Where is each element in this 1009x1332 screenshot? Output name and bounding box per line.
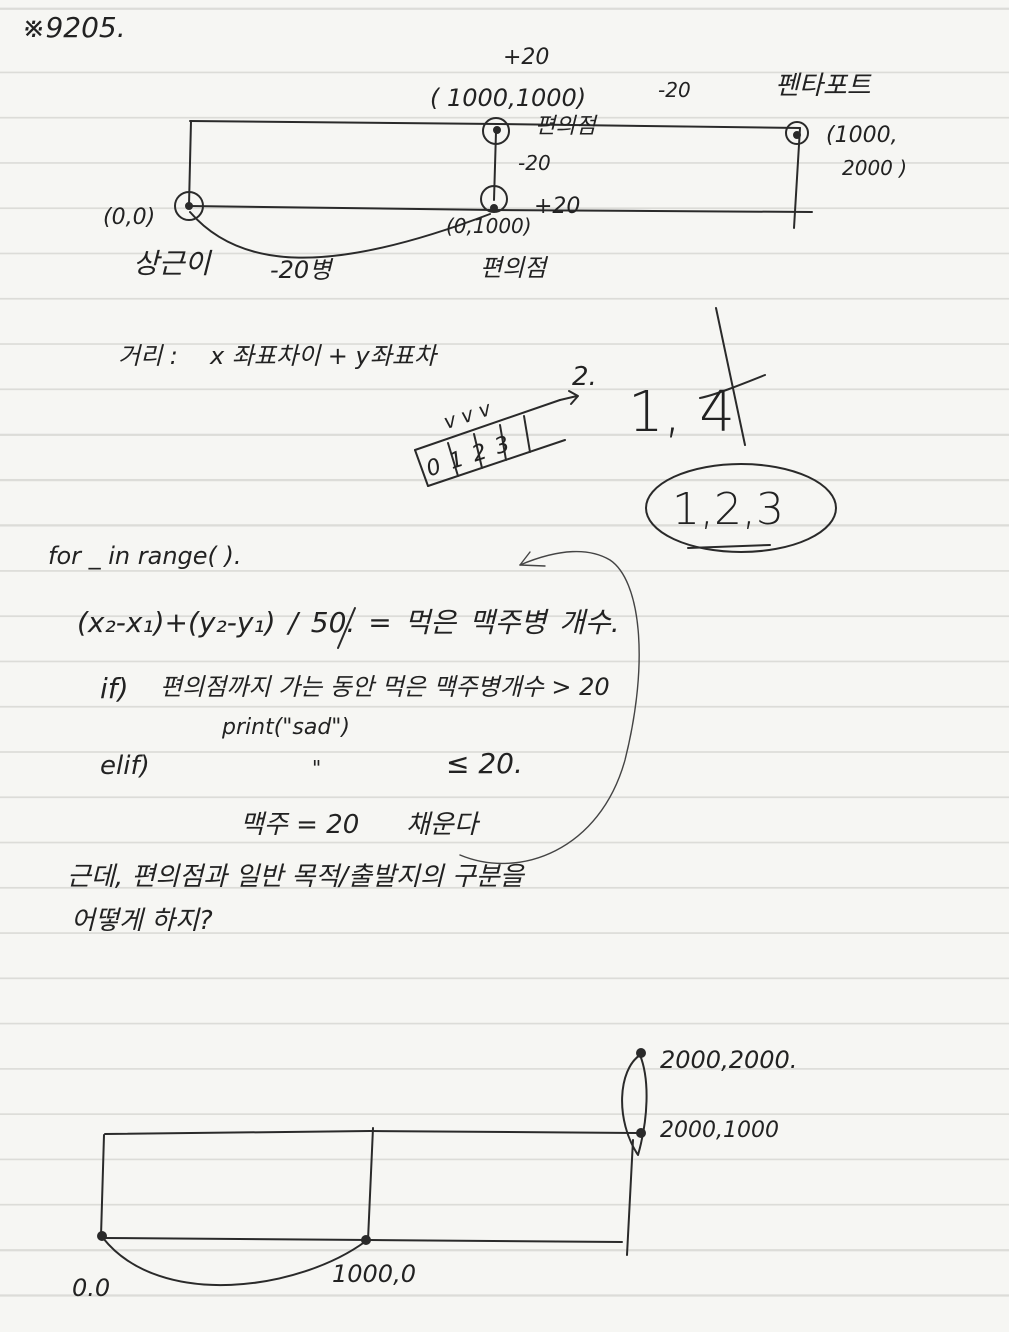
right-dot xyxy=(793,131,801,139)
coord-mid-2: 1000,0 xyxy=(332,1260,416,1288)
mid-bottom-dot xyxy=(490,204,498,212)
circled-ellipse xyxy=(645,463,837,553)
label-minus20-mid: -20 xyxy=(518,151,551,175)
coord-origin-2: 0.0 xyxy=(72,1274,111,1302)
distance-prefix: 거리 : xyxy=(118,342,178,370)
label-store-bottom: 편의점 xyxy=(480,254,547,282)
top-line xyxy=(189,120,801,129)
mid-top-dot xyxy=(493,126,501,134)
label-store-top: 편의점 xyxy=(535,114,596,139)
question-line-2: 어떻게 하지? xyxy=(71,906,213,936)
home-arc xyxy=(189,211,491,259)
elif-ditto: " xyxy=(312,756,322,780)
array-strokes xyxy=(414,307,837,553)
bottom-arc xyxy=(102,1237,367,1287)
four-stroke-1 xyxy=(715,307,746,446)
divide-slash xyxy=(337,607,356,649)
mid-vertical xyxy=(493,131,497,201)
formula-line: (x₂-x₁)+(y₂-y₁) / 50. = 먹은 맥주병 개수. xyxy=(77,606,620,639)
label-minus20-right: -20 xyxy=(658,78,691,102)
array-numbers: 1, 4 xyxy=(628,380,735,445)
refill-left: 맥주 = 20 xyxy=(240,810,360,840)
label-minus20-arc: -20병 xyxy=(270,256,332,284)
coord-right-1: (1000, xyxy=(826,123,898,148)
diagram-1-strokes xyxy=(174,117,813,259)
right-loop xyxy=(621,1054,648,1156)
elif-condition: ≤ 20. xyxy=(446,747,523,780)
coord-right-2: 2000 ) xyxy=(842,156,908,180)
refill-right: 채운다 xyxy=(406,810,478,840)
diagram-2-strokes xyxy=(97,1048,648,1287)
for-line: for _ in range( ). xyxy=(48,542,242,570)
loop-arrow xyxy=(459,550,640,865)
array-arrow-label: 2. xyxy=(572,362,597,392)
label-festival: 펜타포트 xyxy=(775,71,871,101)
coord-top-right: 2000,2000. xyxy=(660,1046,798,1074)
elif-keyword: elif) xyxy=(100,751,150,781)
label-home: 상근이 xyxy=(133,247,211,280)
question-line-1: 근데, 편의점과 일반 목적/출발지의 구분을 xyxy=(67,862,524,892)
distance-formula: x 좌표차이 + y좌표차 xyxy=(210,342,436,370)
left-vertical xyxy=(188,120,192,206)
four-stroke-2 xyxy=(699,374,766,399)
label-plus20-top: +20 xyxy=(503,45,550,70)
coord-mid-bottom: (0,1000) xyxy=(446,214,532,238)
label-plus20-mid: +20 xyxy=(534,194,581,219)
if-line: 편의점까지 가는 동안 먹은 맥주병개수 > 20 xyxy=(160,673,610,701)
coord-mid-top: ( 1000,1000) xyxy=(430,84,587,112)
origin-circle xyxy=(174,191,204,221)
right-circle xyxy=(785,121,809,145)
print-line: print("sad") xyxy=(222,715,351,740)
coord-mid-right: 2000,1000 xyxy=(660,1118,779,1143)
coord-origin-1: (0,0) xyxy=(103,205,156,230)
mid-top-circle xyxy=(482,117,510,145)
page-title: ※9205. xyxy=(22,11,126,44)
array-circled: 1,2,3 xyxy=(672,484,784,535)
if-keyword: if) xyxy=(100,672,129,705)
origin-dot xyxy=(185,202,193,210)
